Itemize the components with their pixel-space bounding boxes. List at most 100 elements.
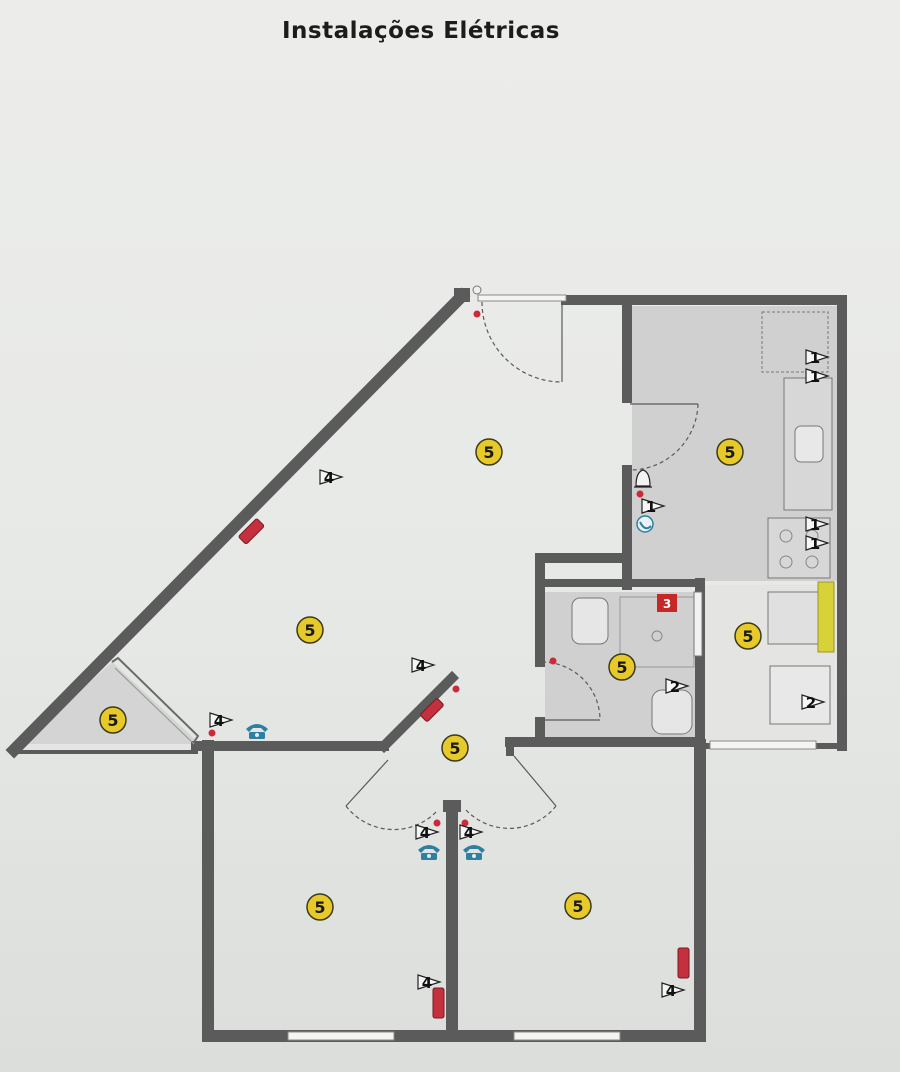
window-service	[709, 740, 817, 750]
kitchen-sink	[794, 425, 824, 463]
switch-label: 2	[670, 678, 680, 696]
lamp-label: 5	[616, 658, 627, 677]
lamp-label: 5	[572, 897, 583, 916]
switch-icon: 4	[417, 974, 442, 992]
intercom-circle	[636, 515, 654, 533]
laundry-sink	[769, 665, 831, 725]
phone-handset	[418, 845, 440, 853]
switch-triangle	[805, 368, 830, 384]
phone-handset	[463, 845, 485, 853]
walls	[5, 287, 847, 1042]
switch-label: 4	[214, 712, 224, 730]
tank-yellow	[817, 581, 835, 653]
switch-label: 4	[324, 469, 334, 487]
wet-areas	[22, 306, 837, 745]
ceiling-lamp-icon: 5	[99, 706, 127, 734]
switch-label: 4	[464, 824, 474, 842]
switch-icon: 4	[459, 824, 484, 842]
doors	[111, 301, 699, 831]
door-bedroom1-swing	[345, 805, 439, 831]
lamp-label: 5	[742, 627, 753, 646]
wall-diagonal-west	[5, 287, 471, 759]
phone-dial	[472, 854, 476, 858]
switch-triangle	[665, 678, 690, 694]
switch-icon: 1	[805, 349, 830, 367]
ceiling-lamp-icon: 5	[306, 893, 334, 921]
switch-label: 2	[806, 694, 816, 712]
refrigerator	[767, 591, 819, 645]
switch-label: 1	[810, 349, 820, 367]
lamp-label: 5	[449, 739, 460, 758]
switch-triangle	[661, 982, 686, 998]
intercom-icon	[636, 515, 654, 533]
switch-label: 1	[810, 535, 820, 553]
door-bedroom1-leaf	[345, 759, 389, 807]
shower-drain	[651, 630, 663, 642]
switch-triangle	[801, 694, 826, 710]
lamp-label: 5	[107, 711, 118, 730]
wall-outlet-icon	[677, 947, 690, 979]
ceiling-lamp-icon: 5	[441, 734, 469, 762]
phone-dial	[427, 854, 431, 858]
switch-triangle	[641, 498, 666, 514]
telephones	[246, 724, 485, 860]
intercom-handset	[639, 521, 652, 530]
lamp-badge	[716, 438, 744, 466]
lamp-badge	[475, 438, 503, 466]
outlet-point-icon	[208, 729, 216, 737]
outlet-point-icon	[461, 819, 469, 827]
door-bedroom2-swing	[465, 805, 557, 829]
telephone-icon	[246, 724, 268, 739]
wall-outlets	[238, 518, 690, 1019]
page-title: Instalações Elétricas	[281, 18, 561, 44]
switch-icon: 2	[801, 694, 826, 712]
kitchen-counter-top	[761, 311, 829, 373]
panel-box	[657, 594, 677, 612]
switch-triangle	[209, 712, 234, 728]
switch-icon: 1	[805, 368, 830, 386]
switch-label: 1	[810, 516, 820, 534]
phone-handset	[246, 724, 268, 732]
burner	[779, 529, 793, 543]
switch-icon: 1	[805, 535, 830, 553]
stove-burners	[779, 529, 819, 569]
door-kitchen-swing	[629, 403, 699, 471]
switch-label: 4	[416, 657, 426, 675]
outlet-point-icon	[636, 490, 644, 498]
switch-triangle	[411, 657, 436, 673]
door-entry-swing	[481, 301, 563, 383]
ceiling-lamp-icon: 5	[475, 438, 503, 466]
switch-icon: 2	[665, 678, 690, 696]
switch-label: 4	[420, 824, 430, 842]
window-north	[477, 294, 567, 302]
switch-icon: 4	[319, 469, 344, 487]
lamp-badge	[296, 616, 324, 644]
switch-label: 4	[666, 982, 676, 1000]
toilet-tank	[571, 597, 609, 645]
switch-icon: 4	[661, 982, 686, 1000]
ceiling-lamp-icon: 5	[716, 438, 744, 466]
switch-triangle	[805, 535, 830, 551]
lamp-label: 5	[483, 443, 494, 462]
lamp-badge	[608, 653, 636, 681]
door-bath-swing	[541, 661, 601, 721]
switch-label: 4	[422, 974, 432, 992]
bell-shape	[635, 469, 651, 487]
door-balcony	[111, 656, 200, 743]
switch-icon: 1	[805, 516, 830, 534]
outlet-point-icon	[452, 685, 460, 693]
wall-hall-diagonal	[376, 670, 460, 754]
outlet-point-icon	[473, 310, 481, 318]
burner	[779, 555, 793, 569]
lamp-label: 5	[314, 898, 325, 917]
switch-label: 1	[810, 368, 820, 386]
telephone-icon	[463, 845, 485, 860]
door-bedroom2-leaf	[513, 755, 557, 807]
switch-triangle	[805, 516, 830, 532]
ceiling-lamp-icon: 5	[608, 653, 636, 681]
stove	[767, 517, 831, 579]
switch-triangle	[417, 974, 442, 990]
